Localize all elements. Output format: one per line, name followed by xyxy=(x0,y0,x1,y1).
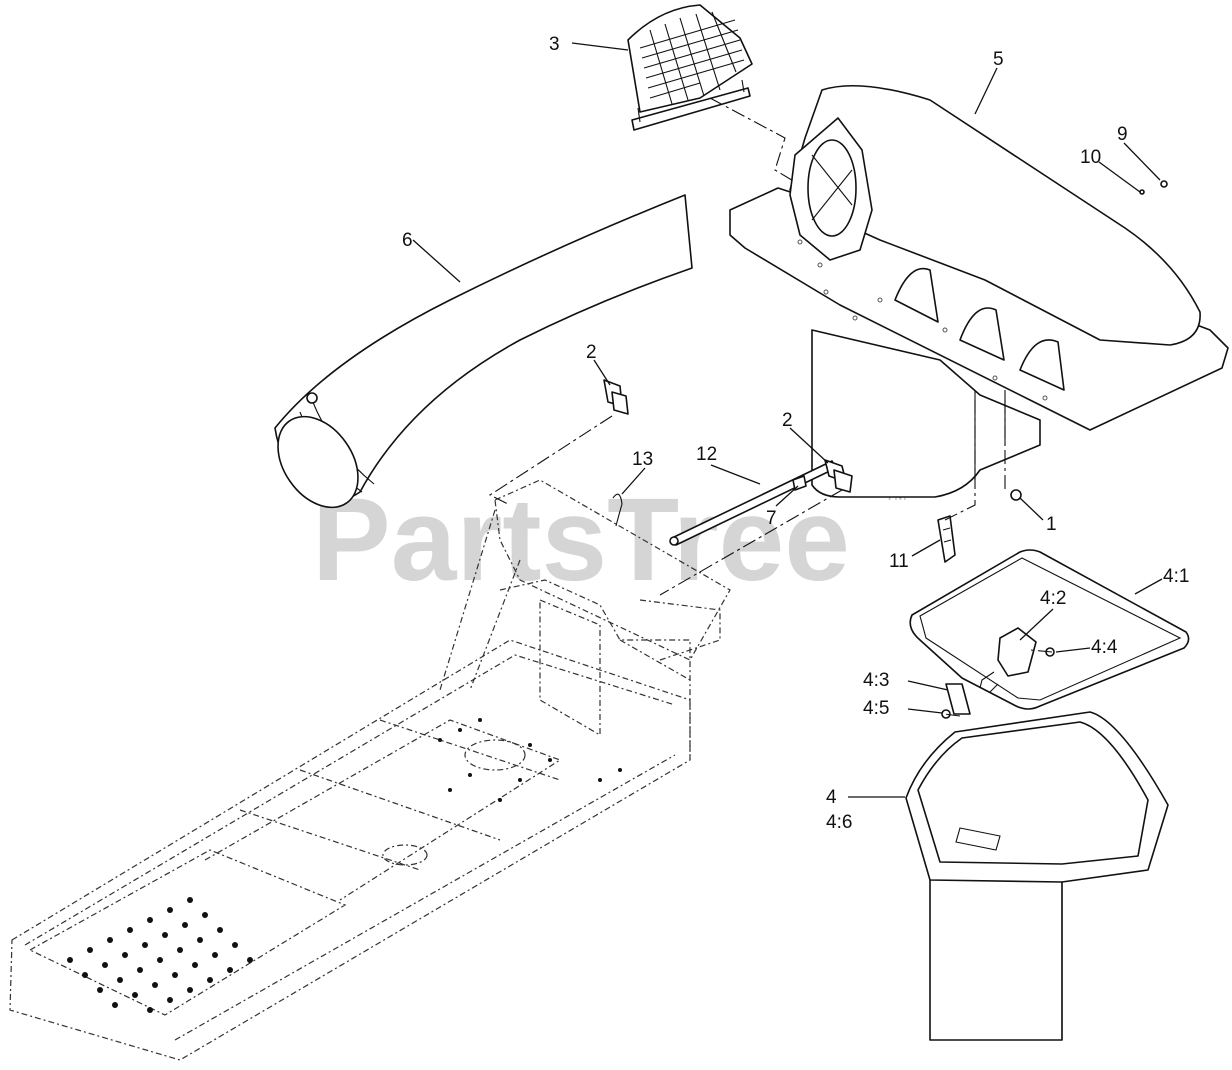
perforation-pattern xyxy=(67,718,622,1013)
callout-6[interactable]: 6 xyxy=(402,230,413,251)
clip-part-13[interactable] xyxy=(612,493,623,527)
hood-part-5[interactable] xyxy=(729,84,1229,498)
callout-4-3[interactable]: 4:3 xyxy=(863,670,889,691)
callout-4[interactable]: 4 xyxy=(826,787,837,808)
washer-part-10[interactable] xyxy=(1139,189,1145,195)
bag-part-4[interactable] xyxy=(905,711,1169,1041)
frame-part-4-1[interactable] xyxy=(909,549,1190,710)
tractor-frame xyxy=(9,479,731,1061)
callout-leaders xyxy=(412,42,1163,798)
callout-10[interactable]: 10 xyxy=(1080,147,1101,168)
callout-1[interactable]: 1 xyxy=(1046,514,1057,535)
nut-part-1[interactable] xyxy=(1010,489,1022,501)
callout-3[interactable]: 3 xyxy=(549,34,560,55)
callout-12[interactable]: 12 xyxy=(696,444,717,465)
callout-4-1[interactable]: 4:1 xyxy=(1163,566,1189,587)
callout-4-2[interactable]: 4:2 xyxy=(1040,588,1066,609)
callout-4-4[interactable]: 4:4 xyxy=(1091,637,1118,658)
plate-part-4-3[interactable] xyxy=(945,683,971,715)
bracket-part-2-lower[interactable] xyxy=(824,459,853,493)
latch-part-11[interactable] xyxy=(937,515,956,563)
callout-5[interactable]: 5 xyxy=(993,49,1004,70)
screen-part-3[interactable] xyxy=(627,4,753,131)
callout-2-lower[interactable]: 2 xyxy=(782,410,793,431)
tube-part-6[interactable] xyxy=(261,194,693,522)
screw-part-9[interactable] xyxy=(1160,180,1168,188)
plate-part-4-2[interactable] xyxy=(997,627,1037,677)
bracket-part-2-upper[interactable] xyxy=(603,379,629,415)
callout-2-upper[interactable]: 2 xyxy=(586,342,597,363)
callout-9[interactable]: 9 xyxy=(1117,124,1128,145)
callout-13[interactable]: 13 xyxy=(632,449,653,470)
watermark: PartsTree TM xyxy=(312,474,907,606)
callout-labels: 3 5 9 10 6 2 2 12 13 7 1 11 4:1 4:2 4:4 … xyxy=(402,34,1189,833)
assembly-lines xyxy=(488,97,1053,717)
bolt-part-4-5[interactable] xyxy=(941,709,951,719)
callout-4-6[interactable]: 4:6 xyxy=(826,812,852,833)
callout-7[interactable]: 7 xyxy=(766,508,777,529)
pin-part-7[interactable] xyxy=(792,475,807,491)
callout-4-5[interactable]: 4:5 xyxy=(863,698,889,719)
callout-11[interactable]: 11 xyxy=(889,551,909,572)
